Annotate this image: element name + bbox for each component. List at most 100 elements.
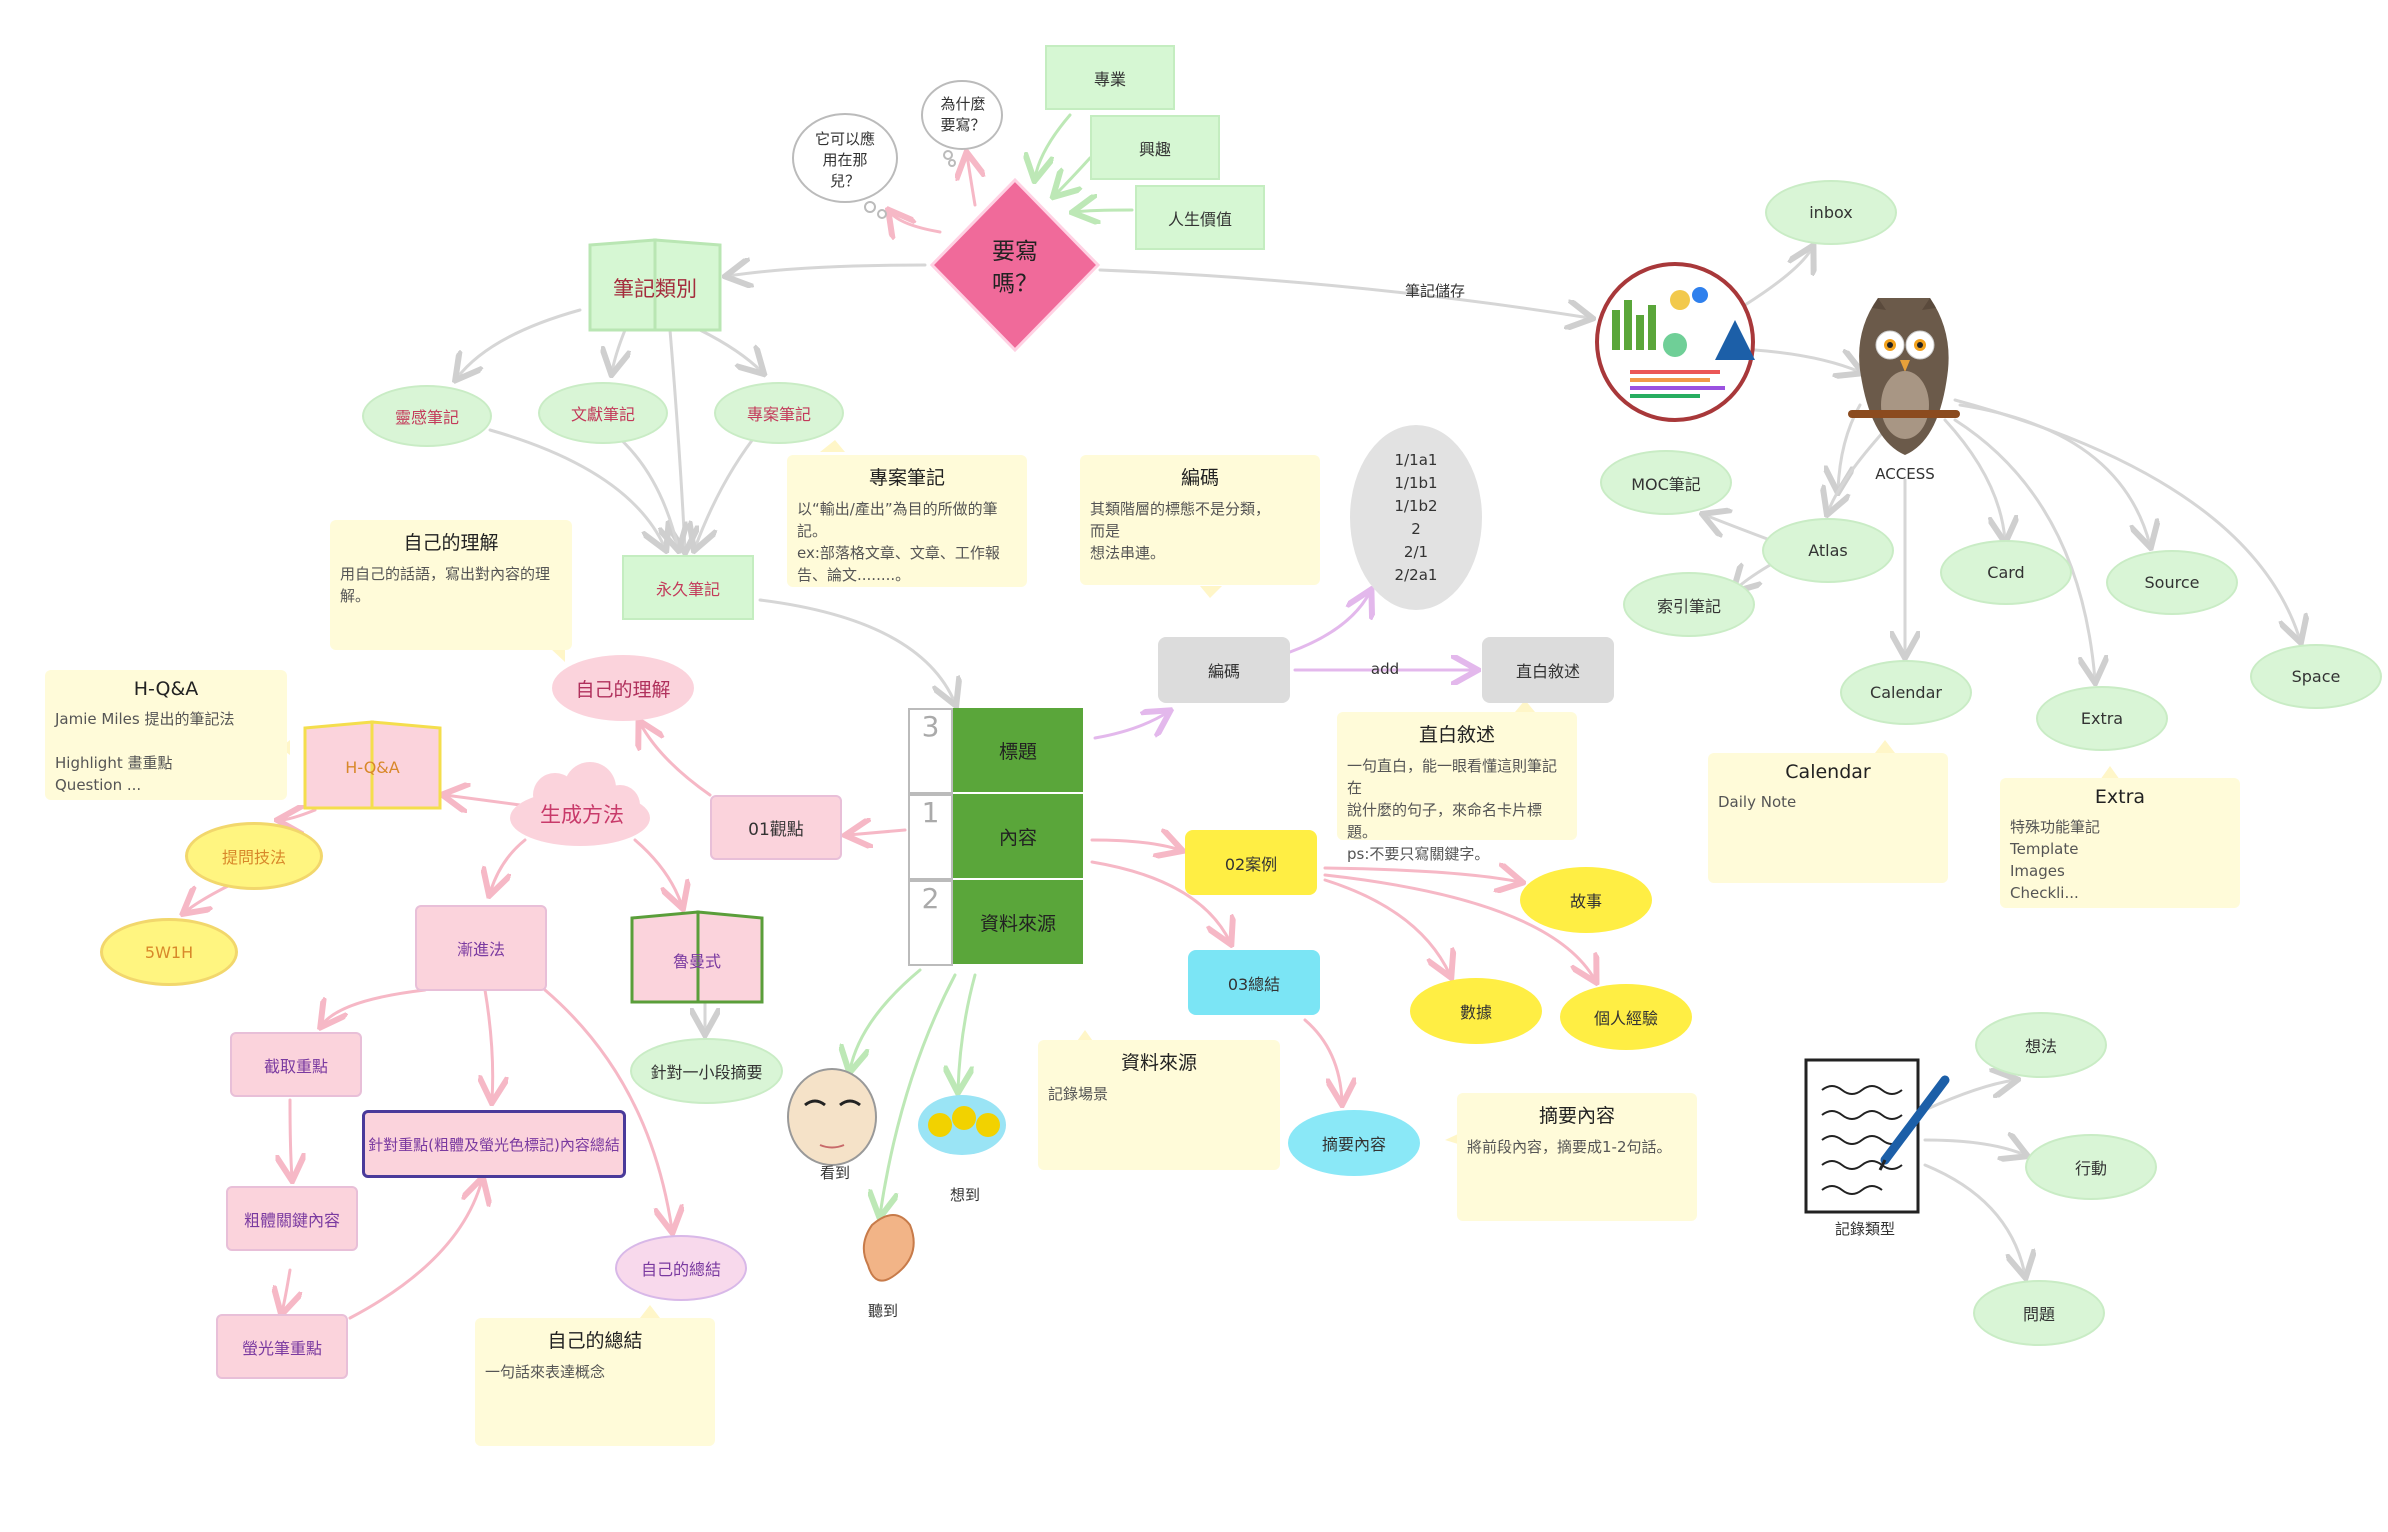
access-label: ACCESS [1875,465,1935,483]
access-calendar[interactable]: Calendar [1840,660,1972,725]
summary-node[interactable]: 03總結 [1188,950,1320,1015]
note-encoding-title: 編碼 [1180,467,1219,489]
extract-node[interactable]: 截取重點 [230,1032,362,1097]
plain-statement-node[interactable]: 直白敘述 [1482,637,1614,703]
structure-source-row[interactable]: 資料來源 [953,880,1083,966]
abstract-node[interactable]: 摘要內容 [1288,1110,1420,1176]
ear-icon [862,1214,915,1282]
case-data[interactable]: 數據 [1410,978,1542,1044]
questioning-node[interactable]: 提問技法 [185,822,323,890]
note-extra: Extra 特殊功能筆記 Template Images Checkli... [2000,778,2240,908]
note-type-inspiration[interactable]: 靈感筆記 [362,385,492,447]
note-understanding-body: 用自己的話語，寫出對內容的理 解。 [340,565,551,605]
note-calendar-title: Calendar [1785,761,1871,783]
motive-values[interactable]: 人生價值 [1135,185,1265,250]
sense-think-label: 想到 [949,1186,980,1204]
note-source-title: 資料來源 [1120,1052,1197,1074]
access-atlas[interactable]: Atlas [1762,518,1894,583]
access-source[interactable]: Source [2106,550,2238,615]
note-plain-body: 一句直白，能一眼看懂這則筆記在 說什麼的句子，來命名卡片標題。 ps:不要只寫關… [1347,757,1558,863]
motive-project[interactable]: 專業 [1045,45,1175,110]
note-encoding-body: 其類階層的標態不是分類， 而是 想法串連。 [1090,500,1271,562]
note-calendar-body: Daily Note [1718,793,1797,811]
note-understanding-title: 自己的理解 [403,532,499,554]
viewpoint-node[interactable]: 01觀點 [710,795,842,860]
thought-why-write: 為什麼 要寫？ [940,95,986,134]
access-card[interactable]: Card [1940,540,2072,605]
note-types-title[interactable]: 筆記類別 [613,276,697,301]
note-project-body: 以“輸出/產出”為目的所做的筆記。 ex:部落格文章、文章、工作報 告、論文..… [797,500,1000,584]
notepad-icon [1804,1058,1950,1214]
access-inbox[interactable]: inbox [1765,180,1897,245]
case-story[interactable]: 故事 [1520,867,1652,933]
note-abstract: 摘要內容 將前段內容，摘要成1-2句話。 [1457,1093,1697,1221]
encoding-node[interactable]: 編碼 [1158,637,1290,703]
structure-content-row[interactable]: 內容 [953,794,1083,880]
note-project-title: 專案筆記 [868,467,945,489]
note-understanding: 自己的理解 用自己的話語，寫出對內容的理 解。 [330,520,572,650]
book-icon [303,238,764,1004]
code-examples-node[interactable]: 1/1a1 1/1b1 1/1b2 2 2/1 2/2a1 [1350,425,1482,610]
thought-where-use: 它可以應 用在那 兒？ [814,129,875,190]
note-abstract-body: 將前段內容，摘要成1-2句話。 [1467,1138,1672,1156]
note-plain-title: 直白敘述 [1418,724,1495,746]
sense-see-label: 看到 [819,1164,850,1182]
access-space[interactable]: Space [2250,644,2382,709]
decision-node[interactable]: 要寫 嗎？ [992,238,1038,297]
case-node[interactable]: 02案例 [1185,830,1317,895]
own-understanding-node[interactable]: 自己的理解 [552,655,694,721]
face-icon [787,1068,877,1166]
storage-edge-label: 筆記儲存 [1404,282,1465,300]
record-type-label: 記錄類型 [1834,1220,1895,1238]
w5h-node[interactable]: 5W1H [100,918,238,986]
note-source: 資料來源 記錄場景 [1038,1040,1280,1170]
progressive-node[interactable]: 漸進法 [415,905,547,991]
storage-chart-icon [1595,262,1755,422]
generation-cloud-icon [510,762,650,846]
note-project: 專案筆記 以“輸出/產出”為目的所做的筆記。 ex:部落格文章、文章、工作報 告… [787,455,1027,587]
decision-diamond-icon [929,177,1101,353]
highlight-node[interactable]: 螢光筆重點 [216,1314,348,1379]
note-hqa-title: H-Q&A [133,678,199,700]
key-summary-node[interactable]: 針對重點(粗體及螢光色標記)內容總結 [362,1110,626,1178]
note-calendar: Calendar Daily Note [1708,753,1948,883]
add-edge-label: add [1370,660,1400,678]
note-extra-body: 特殊功能筆記 Template Images Checkli... [2010,818,2101,902]
lu-style-book-label[interactable]: 魯曼式 [672,952,721,971]
motive-interest[interactable]: 興趣 [1090,115,1220,180]
short-summary-node[interactable]: 針對一小段摘要 [630,1038,783,1104]
note-type-literature[interactable]: 文獻筆記 [538,382,668,444]
note-hqa-body: Jamie Miles 提出的筆記法 Highlight 畫重點 Questio… [55,710,235,794]
own-summary-node[interactable]: 自己的總結 [615,1235,747,1301]
note-abstract-title: 摘要內容 [1538,1105,1615,1127]
thought-cloud-icon [792,80,1003,219]
sense-hear-label: 聽到 [867,1302,898,1320]
structure-title-row[interactable]: 標題 [953,708,1083,794]
record-idea[interactable]: 想法 [1975,1012,2107,1078]
access-index[interactable]: 索引筆記 [1623,572,1755,637]
access-moc[interactable]: MOC筆記 [1600,450,1732,515]
lightbulb-icon [918,1095,1006,1155]
generation-method-node[interactable]: 生成方法 [540,803,624,827]
note-type-permanent[interactable]: 永久筆記 [622,555,754,620]
access-extra[interactable]: Extra [2036,686,2168,751]
note-own-summary-body: 一句話來表達概念 [485,1363,606,1381]
owl-icon [1848,298,1960,455]
hqa-book-label[interactable]: H-Q&A [345,757,400,777]
note-encoding: 編碼 其類階層的標態不是分類， 而是 想法串連。 [1080,455,1320,585]
record-question[interactable]: 問題 [1973,1280,2105,1346]
note-own-summary-title: 自己的總結 [547,1330,643,1352]
note-plain: 直白敘述 一句直白，能一眼看懂這則筆記在 說什麼的句子，來命名卡片標題。 ps:… [1337,712,1577,863]
note-own-summary: 自己的總結 一句話來表達概念 [475,1318,715,1446]
note-hqa: H-Q&A Jamie Miles 提出的筆記法 Highlight 畫重點 Q… [45,670,287,800]
note-type-project[interactable]: 專案筆記 [714,382,844,444]
structure-num-source: 2 [908,880,953,966]
structure-num-content: 1 [908,794,953,880]
record-action[interactable]: 行動 [2025,1134,2157,1200]
note-extra-title: Extra [2094,786,2146,808]
structure-num-title: 3 [908,708,953,794]
case-experience[interactable]: 個人經驗 [1560,984,1692,1050]
bold-node[interactable]: 粗體關鍵內容 [226,1186,358,1251]
